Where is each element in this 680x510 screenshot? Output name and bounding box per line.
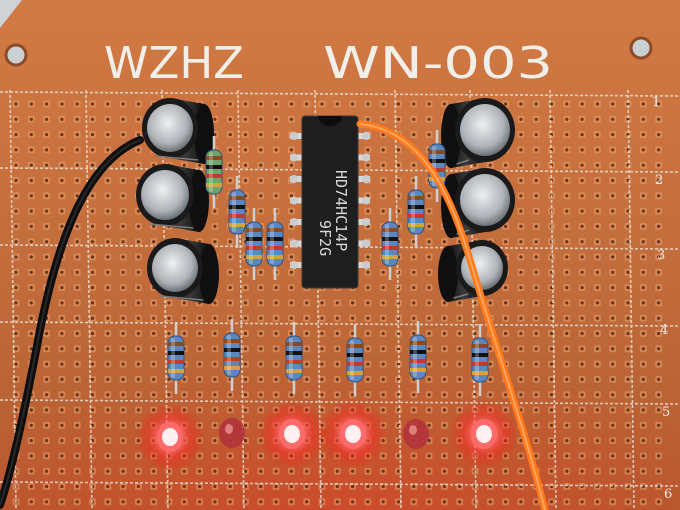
resistor-icon [245, 208, 263, 280]
wire-icon [0, 139, 141, 506]
led-icon [450, 400, 518, 468]
resistor-icon [409, 321, 427, 393]
row-number-6: 6 [664, 487, 672, 502]
led-icon [136, 403, 204, 471]
chip-part-number: HD74HC14P [332, 170, 350, 251]
resistor-icon [471, 324, 489, 396]
row-number-1: 1 [652, 95, 660, 110]
row-number-5: 5 [662, 405, 670, 420]
chip-date-code: 9F2G [316, 220, 334, 256]
row-number-3: 3 [657, 248, 665, 263]
wire-icon [359, 123, 546, 510]
resistor-icon [228, 176, 246, 248]
led-icon [403, 419, 429, 449]
board-brand-label: WZHZ [104, 38, 244, 89]
capacitor-icon [147, 238, 219, 304]
led-icon [258, 400, 326, 468]
board-model-label: WN-003 [323, 38, 553, 89]
resistor-icon [167, 322, 185, 394]
mounting-hole-icon [629, 36, 653, 60]
row-number-4: 4 [660, 323, 668, 338]
capacitor-icon [142, 98, 214, 164]
resistor-icon [381, 208, 399, 280]
resistor-icon [346, 324, 364, 396]
resistor-icon [223, 319, 241, 391]
mounting-hole-icon [4, 43, 28, 67]
capacitor-icon [441, 98, 515, 168]
resistor-icon [205, 136, 223, 208]
resistor-icon [266, 208, 284, 280]
ic-chip-icon: HD74HC14P 9F2G [290, 115, 370, 289]
capacitor-icon [438, 240, 508, 302]
capacitor-icon [136, 164, 209, 232]
resistor-icon [407, 176, 425, 248]
led-icon [219, 418, 245, 448]
led-icon [319, 400, 387, 468]
row-number-2: 2 [655, 173, 663, 188]
resistor-icon [285, 322, 303, 394]
